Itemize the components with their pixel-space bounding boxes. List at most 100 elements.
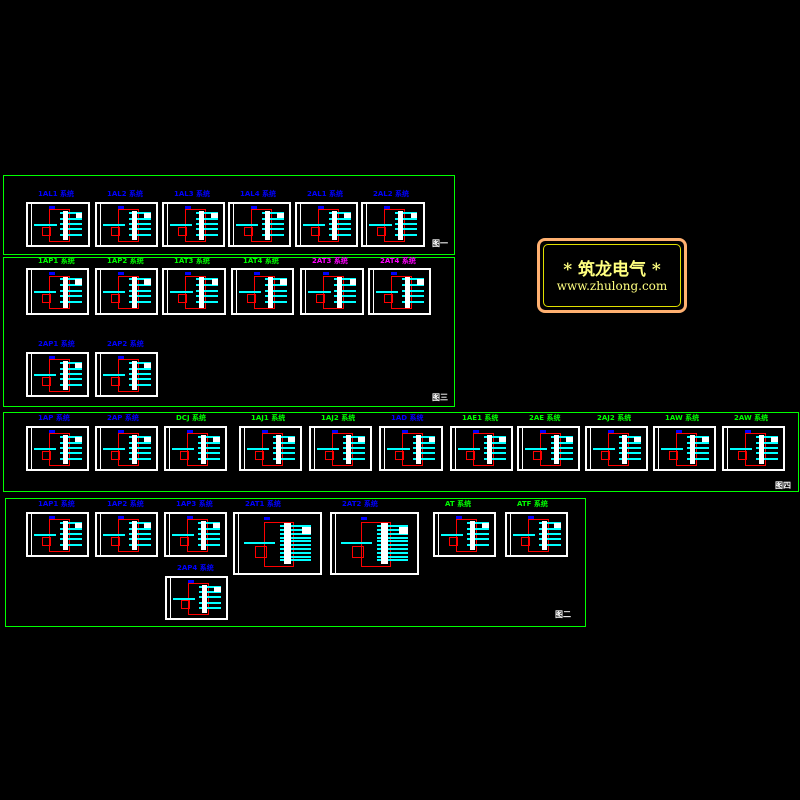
outgoing-circuit: [128, 367, 151, 370]
system-diagram-sheet[interactable]: [722, 426, 785, 471]
circuit-label: [429, 437, 436, 443]
box-tag: [48, 271, 55, 275]
circuit-label: [75, 523, 82, 529]
circuit-label: [212, 279, 219, 286]
diagram-title: AT 系统: [445, 500, 472, 508]
box-tag: [117, 355, 124, 359]
breaker-column: [267, 277, 273, 308]
outgoing-circuit: [272, 452, 295, 455]
outgoing-circuit: [328, 233, 351, 236]
system-diagram-sheet[interactable]: [450, 426, 513, 471]
outgoing-circuit: [128, 228, 151, 231]
box-tag: [675, 429, 682, 433]
system-diagram-sheet[interactable]: [585, 426, 648, 471]
outgoing-circuit: [197, 441, 220, 444]
system-diagram-sheet[interactable]: [164, 426, 227, 471]
incoming-line: [103, 534, 126, 537]
diagram-title: 2AW 系统: [734, 414, 769, 422]
outgoing-circuit: [195, 217, 218, 220]
outgoing-circuit: [196, 289, 219, 292]
system-diagram-sheet[interactable]: [162, 268, 226, 315]
diagram-title: 1AD 系统: [391, 414, 424, 422]
outgoing-circuit: [59, 522, 82, 525]
system-diagram-sheet[interactable]: [165, 576, 228, 620]
outgoing-circuit: [59, 457, 82, 460]
diagram-title: 1AT3 系统: [174, 257, 210, 265]
diagram-title: 2AL2 系统: [373, 190, 410, 198]
meter-box: [737, 450, 747, 460]
system-diagram-sheet[interactable]: [95, 352, 158, 397]
breaker-column: [62, 520, 68, 550]
system-diagram-sheet[interactable]: [95, 426, 158, 471]
breaker-column: [131, 434, 137, 464]
breaker-column: [131, 277, 137, 308]
system-diagram-sheet[interactable]: [26, 202, 90, 247]
system-diagram-sheet[interactable]: [95, 268, 158, 315]
system-diagram-sheet[interactable]: [231, 268, 294, 315]
outgoing-circuit: [279, 551, 311, 554]
system-diagram-sheet[interactable]: [26, 352, 89, 397]
diagram-title: 1AP2 系统: [107, 257, 144, 265]
outgoing-circuit: [279, 540, 311, 543]
box-tag: [744, 429, 751, 433]
system-diagram-sheet[interactable]: [162, 202, 225, 247]
outgoing-circuit: [196, 278, 219, 281]
outgoing-circuit: [376, 525, 408, 528]
box-tag: [317, 205, 324, 209]
outgoing-circuit: [128, 452, 151, 455]
system-diagram-sheet[interactable]: [239, 426, 302, 471]
breaker-column: [689, 434, 695, 464]
frame-label: 图三: [432, 393, 448, 402]
outgoing-circuit: [618, 446, 641, 449]
outgoing-circuit: [466, 543, 489, 546]
outgoing-circuit: [483, 457, 506, 460]
system-diagram-sheet[interactable]: [233, 512, 322, 575]
diagram-title: 1AW 系统: [665, 414, 700, 422]
diagram-title: 2AT2 系统: [342, 500, 378, 508]
outgoing-circuit: [272, 441, 295, 444]
incoming-line: [170, 291, 193, 294]
system-diagram-sheet[interactable]: [517, 426, 580, 471]
outgoing-circuit: [197, 436, 220, 439]
breaker-column: [337, 277, 343, 308]
outgoing-circuit: [550, 436, 573, 439]
box-tag: [49, 205, 56, 209]
system-diagram-sheet[interactable]: [26, 268, 89, 315]
breaker-column: [621, 434, 627, 464]
system-diagram-sheet[interactable]: [330, 512, 419, 575]
diagram-title: 1AP 系统: [38, 414, 70, 422]
zhulong-logo: * 筑龙电气 * www.zhulong.com: [537, 238, 687, 313]
system-diagram-sheet[interactable]: [295, 202, 358, 247]
system-diagram-sheet[interactable]: [26, 426, 89, 471]
system-diagram-sheet[interactable]: [300, 268, 364, 315]
box-tag: [455, 515, 462, 519]
diagram-title: 1AJ2 系统: [321, 414, 356, 422]
system-diagram-sheet[interactable]: [505, 512, 568, 557]
system-diagram-sheet[interactable]: [95, 512, 158, 557]
outgoing-circuit: [755, 452, 778, 455]
outgoing-circuit: [466, 527, 489, 530]
system-diagram-sheet[interactable]: [228, 202, 291, 247]
outgoing-circuit: [197, 522, 220, 525]
incoming-line: [170, 224, 193, 227]
system-diagram-sheet[interactable]: [26, 512, 89, 557]
system-diagram-sheet[interactable]: [361, 202, 425, 247]
meter-box: [668, 450, 678, 460]
system-diagram-sheet[interactable]: [368, 268, 431, 315]
system-diagram-sheet[interactable]: [379, 426, 443, 471]
system-diagram-sheet[interactable]: [653, 426, 716, 471]
circuit-label: [211, 213, 218, 219]
incoming-line: [730, 448, 753, 451]
system-diagram-sheet[interactable]: [433, 512, 496, 557]
outgoing-circuit: [279, 536, 311, 539]
incoming-line: [103, 291, 126, 294]
outgoing-circuit: [128, 372, 151, 375]
outgoing-circuit: [538, 532, 561, 535]
incoming-line: [303, 224, 326, 227]
outgoing-circuit: [59, 362, 82, 365]
system-diagram-sheet[interactable]: [164, 512, 227, 557]
system-diagram-sheet[interactable]: [309, 426, 372, 471]
circuit-label: [144, 523, 151, 529]
system-diagram-sheet[interactable]: [95, 202, 158, 247]
